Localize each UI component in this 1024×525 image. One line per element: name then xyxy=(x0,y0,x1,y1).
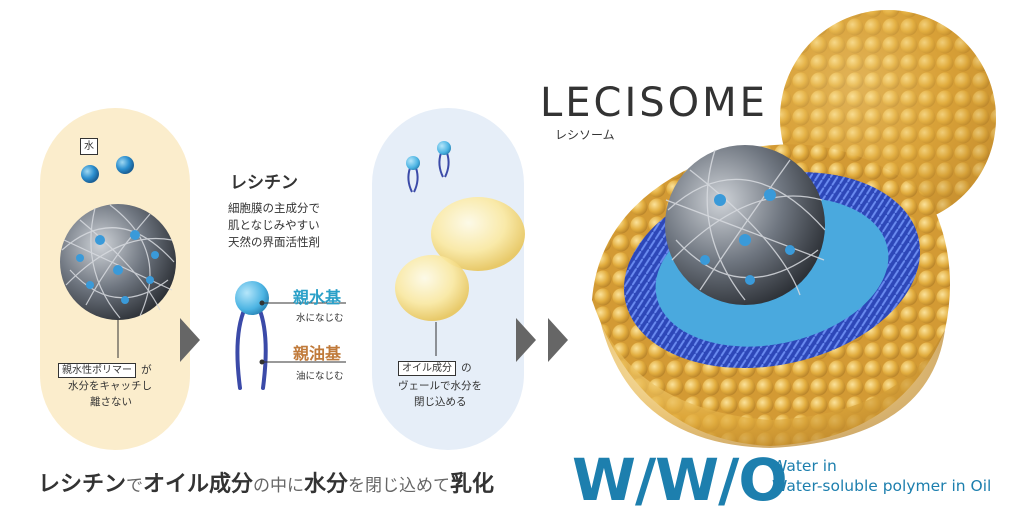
wwo-line2: Water-soluble polymer in Oil xyxy=(772,477,992,495)
lecithin-title: レシチン xyxy=(230,173,298,193)
caption-part-water: 水分 xyxy=(304,472,349,497)
polymer-desc-line3: 離さない xyxy=(90,396,132,408)
lecithin-desc-line3: 天然の界面活性剤 xyxy=(228,235,320,249)
caption-part-emulsion: 乳化 xyxy=(450,472,495,497)
water-droplet-icon xyxy=(116,156,134,174)
brand-name: LECISOME xyxy=(540,80,768,126)
lipophilic-sub: 油になじむ xyxy=(296,371,344,382)
oil-caption: オイル成分 の xyxy=(398,356,472,376)
polymer-ball-icon xyxy=(60,204,176,320)
bottom-caption: レシチンでオイル成分の中に水分を閉じ込めて乳化 xyxy=(38,466,494,498)
polymer-suffix: が xyxy=(141,364,152,376)
oil-label: オイル成分 xyxy=(398,361,456,376)
oil-desc-line2: ヴェールで水分を xyxy=(398,380,482,392)
hydrophilic-sub: 水になじむ xyxy=(296,313,344,324)
polymer-label: 親水性ポリマー xyxy=(58,363,136,378)
caption-part-lecithin: レシチン xyxy=(38,472,127,497)
lecithin-molecule-icon xyxy=(235,281,269,390)
oil-suffix: の xyxy=(461,362,472,374)
lipophilic-label: 親油基 xyxy=(293,344,342,363)
arrow-right-icon xyxy=(180,318,200,362)
arrow-right-icon xyxy=(548,318,568,362)
hydrophilic-label: 親水基 xyxy=(293,288,342,307)
small-lecithin-icon xyxy=(406,156,420,193)
polymer-caption: 親水性ポリマー が xyxy=(58,358,152,378)
wwo-line1: Water in xyxy=(772,457,837,475)
wwo-description: Water in Water-soluble polymer in Oil xyxy=(772,456,991,496)
caption-part-no-naka: の中に xyxy=(253,476,305,496)
small-lecithin-icon xyxy=(437,141,451,178)
water-label: 水 xyxy=(80,138,98,155)
oil-droplet-icon xyxy=(395,255,469,321)
caption-part-tojikomete: を閉じ込めて xyxy=(348,476,451,496)
wwo-mark: W/W/O xyxy=(572,446,788,514)
water-droplet-icon xyxy=(81,165,99,183)
caption-part-de: で xyxy=(126,476,144,496)
polymer-desc-line2: 水分をキャッチし xyxy=(68,380,152,392)
lecisome-particle-icon xyxy=(592,10,996,448)
lecithin-desc-line1: 細胞膜の主成分で xyxy=(228,201,320,215)
lecithin-desc-line2: 肌となじみやすい xyxy=(228,218,320,232)
oil-droplet-icon xyxy=(431,197,525,271)
oil-desc-line3: 閉じ込める xyxy=(414,396,467,408)
lecithin-description: 細胞膜の主成分で 肌となじみやすい 天然の界面活性剤 xyxy=(228,200,320,251)
caption-part-oil: オイル成分 xyxy=(143,472,254,497)
brand-kana: レシソーム xyxy=(555,128,615,142)
arrow-right-icon xyxy=(516,318,536,362)
